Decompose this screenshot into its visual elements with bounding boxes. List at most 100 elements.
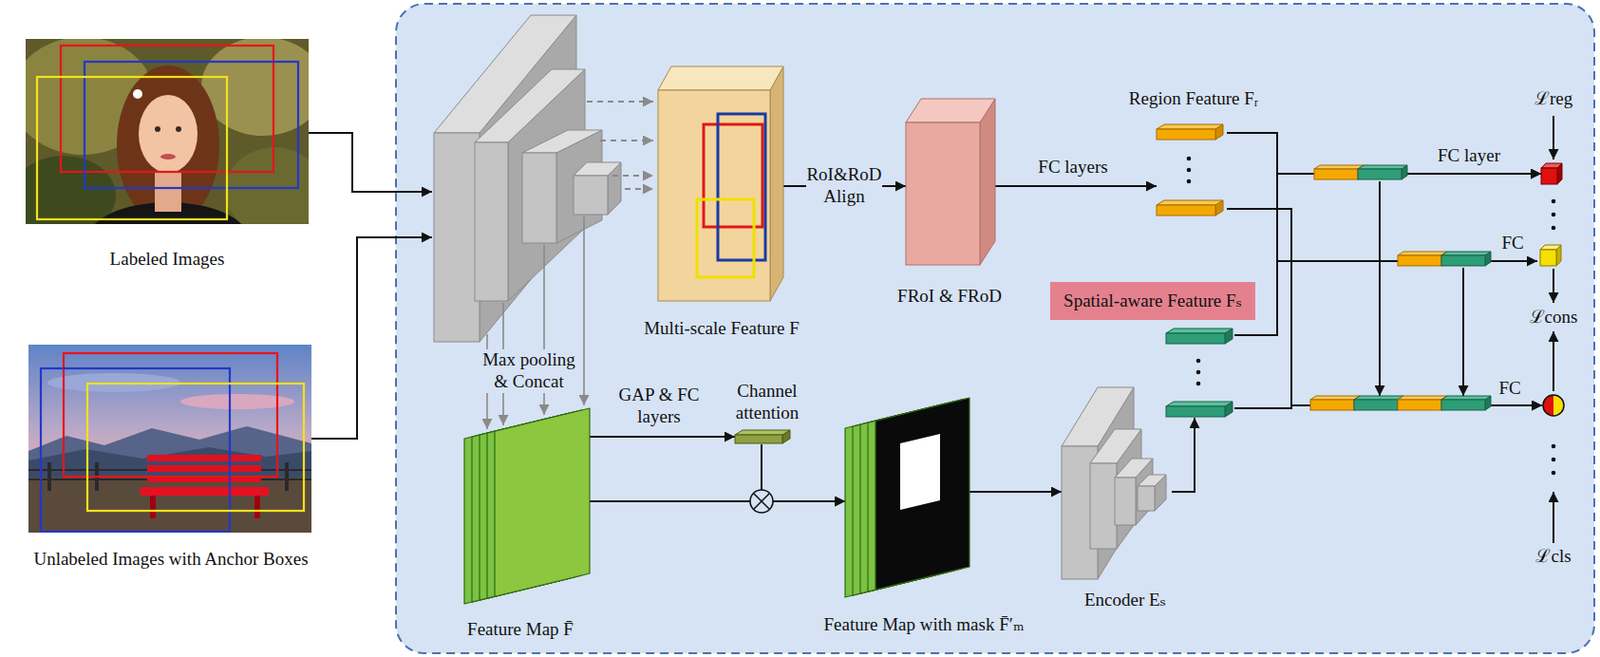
edge-label: FC layers (1037, 156, 1108, 179)
caption: ℒreg (1534, 88, 1573, 111)
encoder-slab-front (1114, 477, 1136, 526)
consistency-cube-front (1540, 249, 1557, 266)
sky (28, 344, 312, 533)
pooling-arrow (583, 216, 585, 406)
roi-slab-side (979, 98, 996, 265)
ellipsis-dot (1186, 156, 1192, 162)
output-cube-top (1541, 163, 1563, 169)
encoder-graphic (1061, 387, 1172, 580)
feature-pyramid-arrow (600, 139, 654, 142)
anchor-box (696, 199, 754, 278)
ellipsis-dot (1196, 381, 1202, 387)
attention-bar-front (734, 434, 783, 444)
roi-slab-front (905, 122, 980, 265)
multiply-stroke (753, 493, 770, 509)
eye (175, 126, 182, 132)
loss-arrow (1552, 331, 1555, 392)
annotation-label: FC (1501, 232, 1524, 255)
caption: Spatial-aware Feature Fₛ (1050, 282, 1256, 321)
feature-bar-top (1156, 124, 1224, 130)
caption: Unlabeled Images with Anchor Boxes (33, 548, 308, 571)
spatial-feature-bars-graphic (1166, 322, 1235, 418)
ellipsis-dot (1196, 370, 1202, 376)
masked-feature-map-graphic (845, 397, 970, 598)
feature-slab-side (770, 66, 784, 302)
connector (1171, 417, 1195, 492)
anchor-box (40, 368, 230, 532)
caption: Feature Map F̄ (467, 619, 574, 641)
anchor-box (37, 76, 227, 220)
caption: Region Feature Fᵣ (1129, 88, 1259, 111)
bench-slat (147, 454, 262, 462)
backbone-slab-front (573, 175, 608, 215)
ellipsis-dot (1551, 444, 1557, 450)
feature-slab (875, 397, 970, 590)
concat-bar-front (1310, 399, 1355, 411)
fc-arrow (1490, 260, 1538, 263)
roi-feature-block-graphic (905, 98, 996, 265)
ellipsis-dot (1196, 358, 1202, 364)
connector (761, 444, 846, 502)
consistency-cube-top (1540, 244, 1562, 250)
concat-bar-front (1397, 399, 1442, 411)
bench-slat (147, 465, 262, 472)
ellipsis-dot (1551, 470, 1557, 476)
regression-output-cube: ℒreg (1541, 163, 1563, 185)
masked-feature-map: Feature Map with mask F̄′ₘ (845, 397, 970, 598)
fence-post (47, 462, 52, 491)
backbone-slab-top (573, 162, 622, 176)
caption: Multi-scale Feature F (643, 318, 800, 340)
ellipsis-dot (1551, 457, 1557, 463)
loss-arrow (1552, 268, 1555, 303)
framework-panel (395, 3, 1595, 654)
encoder-slab-top (1114, 458, 1153, 478)
labeled-photo-graphic (25, 38, 309, 225)
caption: ℒcls (1535, 545, 1571, 568)
anchor-box (717, 113, 766, 261)
feature-slab-top (658, 66, 784, 91)
concat-bar-top (1441, 395, 1491, 400)
photo-blur (25, 155, 116, 225)
lips (160, 153, 176, 160)
ellipsis-dot (1551, 225, 1557, 231)
regression-output-cube-graphic (1541, 163, 1563, 185)
caption: Channel attention (724, 380, 810, 425)
backbone-slab-front (474, 142, 509, 302)
bench-leg (254, 495, 261, 519)
region-feature-bars: Region Feature Fᵣ (1156, 115, 1227, 217)
flower (132, 89, 143, 99)
ellipsis-dot (1186, 179, 1192, 185)
connector (995, 185, 1157, 188)
roi-slab-top (905, 98, 996, 123)
concat-bar-front (1441, 399, 1486, 411)
multi-scale-feature-graphic (658, 66, 784, 302)
bench-leg (150, 495, 156, 519)
multi-scale-feature: Multi-scale Feature F (658, 66, 784, 302)
roi-feature-block: FRoI & FRoD (905, 98, 996, 265)
feature-map: Feature Map F̄ (464, 408, 590, 604)
concat-arrow (1378, 181, 1381, 396)
feature-bar-top (1166, 401, 1233, 407)
neck (154, 171, 182, 212)
ellipsis-dot (1551, 199, 1557, 205)
connector (1234, 173, 1542, 336)
multiply-symbol (750, 489, 773, 513)
encoder-slab-front (1090, 463, 1117, 549)
loss-arrow (1552, 491, 1555, 544)
photo-blur (201, 38, 309, 136)
feature-pyramid-arrow (612, 174, 654, 177)
caption: Encoder Eₛ (1084, 589, 1167, 612)
output-cube-front (1541, 168, 1558, 185)
feature-slab-front (658, 90, 771, 302)
face (138, 94, 198, 173)
multiply-stroke (753, 493, 770, 509)
feature-bar-top (1156, 200, 1224, 206)
encoder-slab-front (1137, 486, 1155, 511)
concat-bar-top (1397, 395, 1448, 400)
backbone-slab-front (522, 152, 557, 244)
feature-pyramid-arrow (586, 100, 654, 103)
caption: Labeled Images (110, 248, 226, 271)
feature-bar-front (1166, 406, 1225, 417)
connector (1226, 208, 1543, 406)
